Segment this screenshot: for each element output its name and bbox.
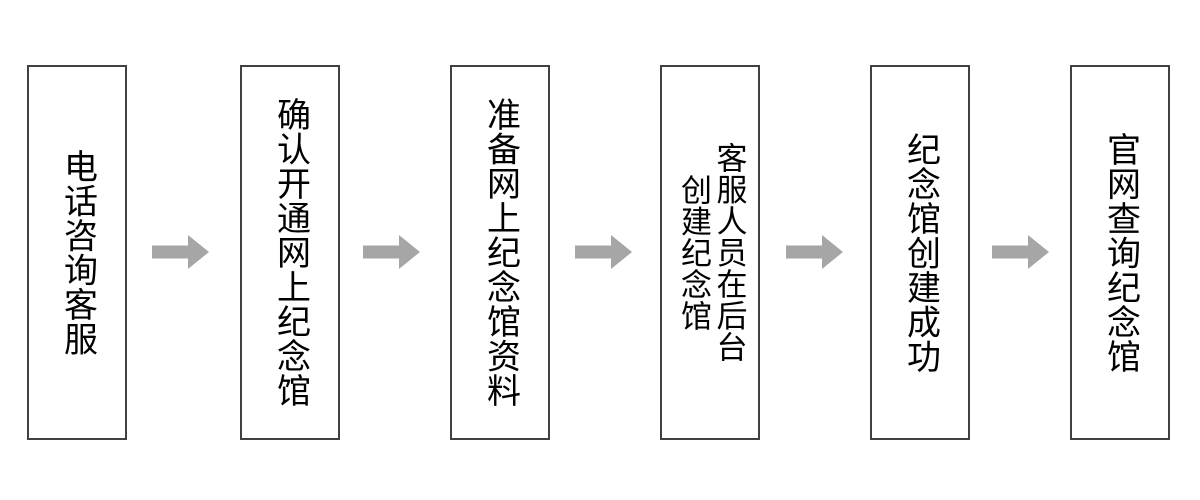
flow-step-4-text-column-1: 客服人员在后台 xyxy=(710,142,747,363)
arrow-right-icon-4 xyxy=(786,235,843,269)
flow-step-5-text: 纪念馆创建成功 xyxy=(900,131,941,374)
flow-step-2[interactable]: 确认开通网上纪念馆 xyxy=(240,65,340,440)
arrow-right-icon-1 xyxy=(152,235,209,269)
flow-step-3[interactable]: 准备网上纪念馆资料 xyxy=(450,65,550,440)
flow-step-4[interactable]: 客服人员在后台 创建纪念馆 xyxy=(660,65,760,440)
flow-step-4-text-column-2: 创建纪念馆 xyxy=(675,173,711,332)
flow-step-5[interactable]: 纪念馆创建成功 xyxy=(870,65,970,440)
arrow-right-icon-5 xyxy=(992,235,1049,269)
flow-step-6-text: 官网查询纪念馆 xyxy=(1100,131,1141,374)
flow-step-2-text: 确认开通网上纪念馆 xyxy=(270,97,311,408)
flow-step-1-text: 电话咨询客服 xyxy=(57,149,98,356)
flow-step-1[interactable]: 电话咨询客服 xyxy=(27,65,127,440)
flow-step-3-text: 准备网上纪念馆资料 xyxy=(480,97,521,408)
arrow-right-icon-2 xyxy=(363,235,420,269)
flow-step-6[interactable]: 官网查询纪念馆 xyxy=(1070,65,1170,440)
arrow-right-icon-3 xyxy=(575,235,632,269)
